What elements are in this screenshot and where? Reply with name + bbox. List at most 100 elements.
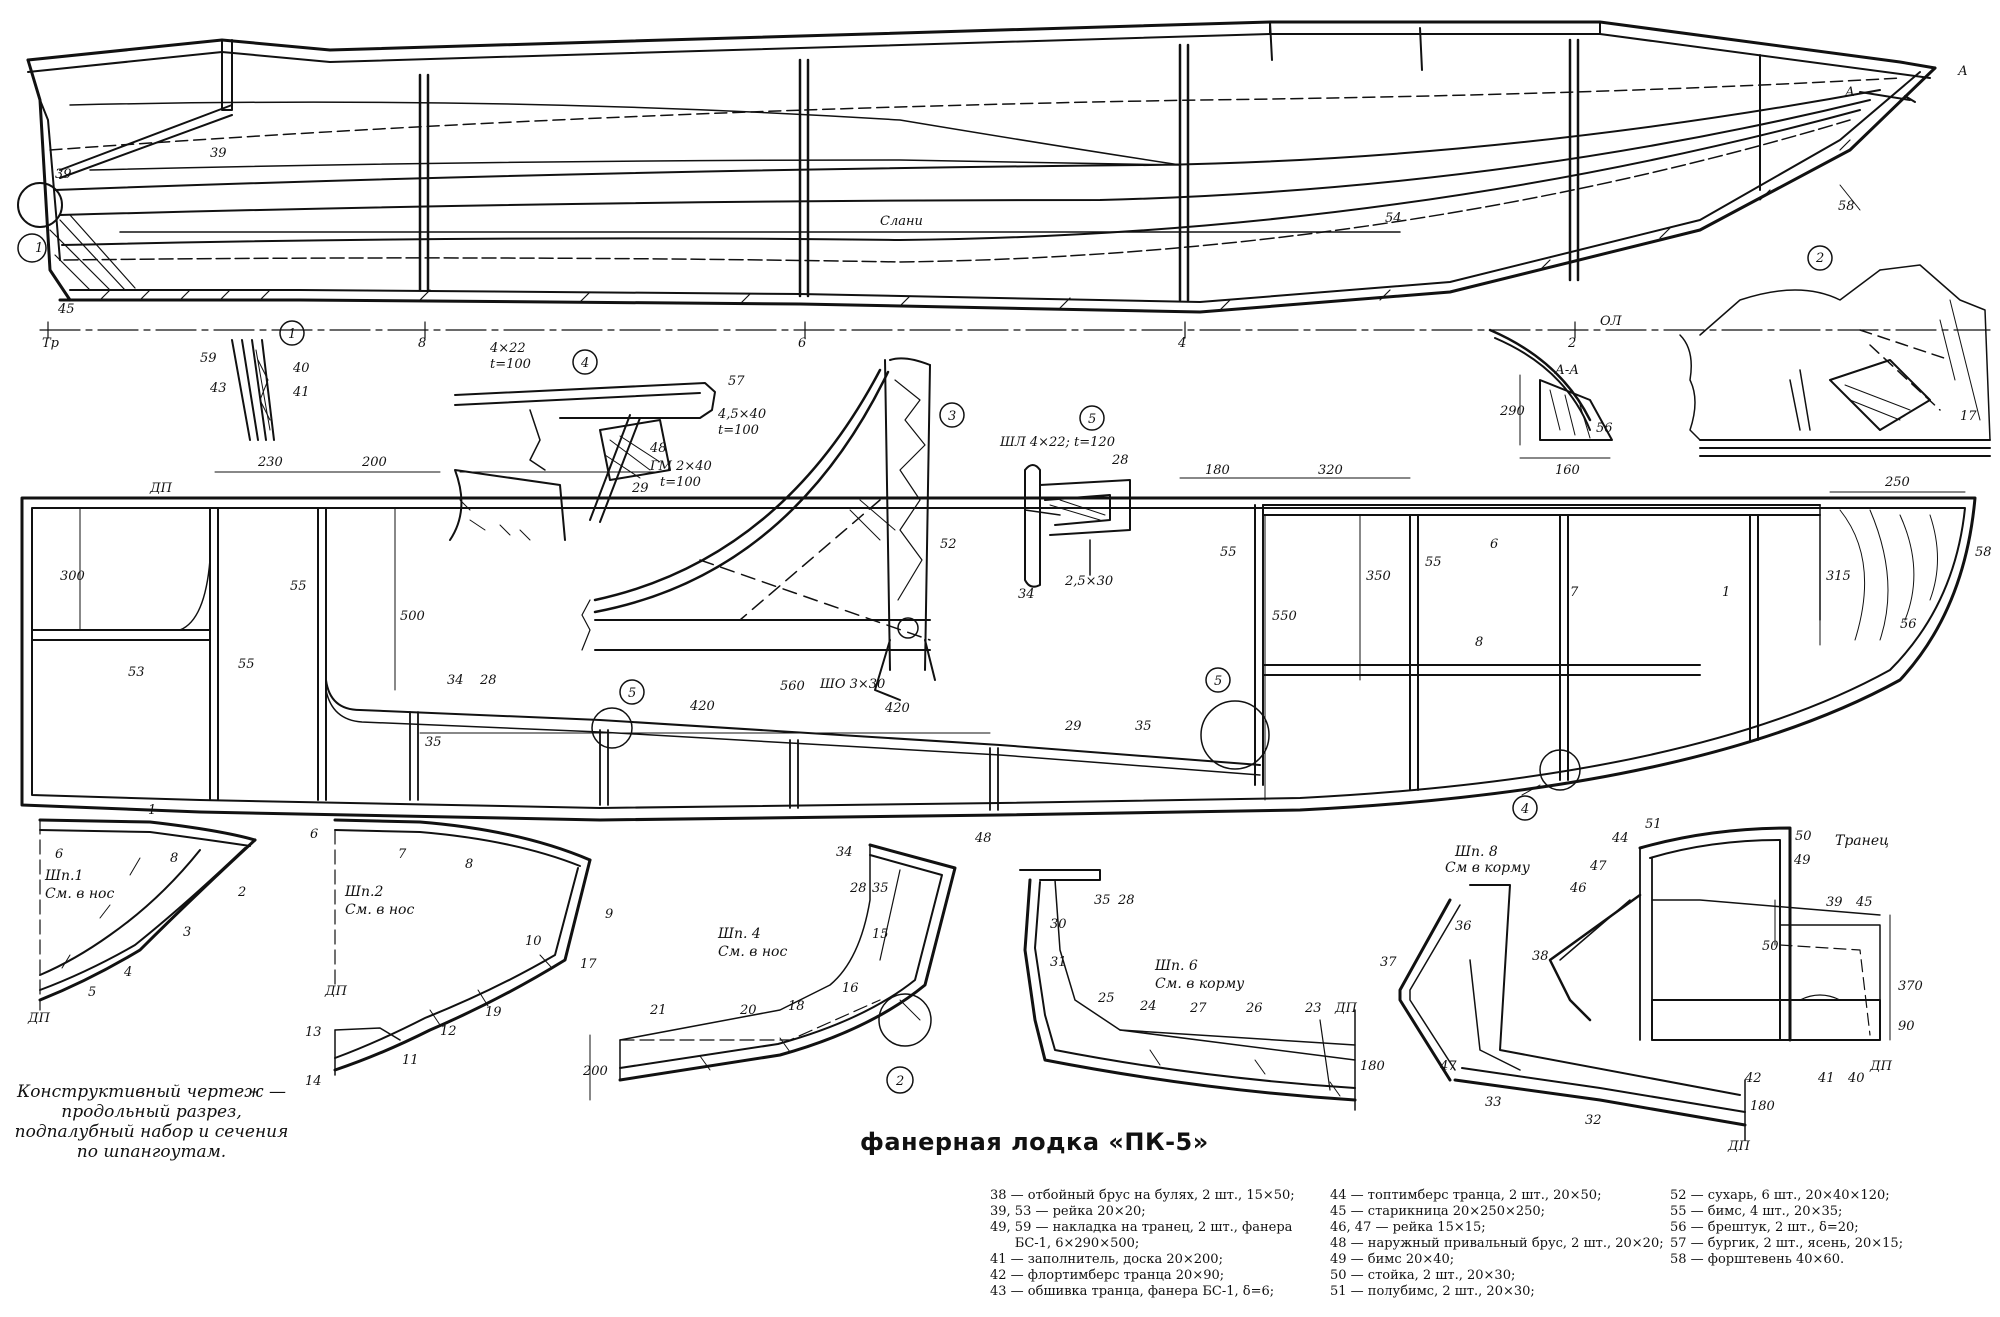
dimension-label: ШЛ 4×22; t=120	[999, 435, 1115, 450]
part-label: 36	[1455, 919, 1472, 934]
legend-entry: 48 — наружный привальный брус, 2 шт., 20…	[1330, 1236, 1664, 1251]
dimension-label: ШО 3×30	[819, 677, 885, 692]
station-label: 6	[798, 336, 806, 351]
detail-2	[1679, 245, 1991, 457]
part-label: А	[1844, 85, 1855, 100]
dimension-label: 230	[257, 455, 283, 470]
part-label: 56	[1900, 617, 1917, 632]
detail-1	[231, 320, 305, 441]
dimension-label: 370	[1898, 979, 1923, 994]
part-label: Слани	[880, 214, 923, 229]
part-label: 17	[580, 957, 597, 972]
part-label: 52	[940, 537, 957, 552]
callout-number: 5	[1214, 674, 1222, 689]
part-label: 14	[305, 1074, 322, 1089]
part-label: 35	[1094, 893, 1111, 908]
part-label: 20	[739, 1003, 757, 1018]
detail-5	[1024, 405, 1131, 588]
legend-entry: 50 — стойка, 2 шт., 20×30;	[1330, 1268, 1516, 1283]
part-label: 38	[1532, 949, 1549, 964]
part-label: 6	[55, 847, 63, 862]
part-label: 29	[1064, 719, 1082, 734]
dimension-label: 180	[1360, 1059, 1385, 1074]
parts-legend-column-1: 38 — отбойный брус на булях, 2 шт., 15×5…	[990, 1188, 1320, 1300]
part-label: 39	[210, 146, 227, 161]
part-label: 54	[1385, 211, 1402, 226]
legend-entry: БС-1, 6×290×500;	[990, 1236, 1140, 1251]
legend-entry: 42 — флортимберс транца 20×90;	[990, 1268, 1225, 1283]
part-label: 8	[1475, 635, 1483, 650]
part-label: 8	[170, 851, 178, 866]
dimension-label: 50	[1762, 939, 1779, 954]
dimension-label: 550	[1272, 609, 1297, 624]
part-label: 28	[1111, 453, 1129, 468]
part-label: 12	[440, 1024, 457, 1039]
dimension-label: t=100	[718, 423, 759, 438]
dimension-label: 560	[780, 679, 805, 694]
part-label: 10	[525, 934, 542, 949]
part-label: 48	[974, 831, 992, 846]
legend-entry: 56 — брештук, 2 шт., δ=20;	[1670, 1220, 1859, 1235]
part-label: 51	[1645, 817, 1662, 832]
part-label: 41	[1817, 1071, 1835, 1086]
part-label: 40	[292, 361, 310, 376]
dimension-label: 315	[1826, 569, 1851, 584]
part-label: 7	[1570, 585, 1579, 600]
callout-number: 1	[288, 327, 296, 342]
legend-entry: 57 — бургик, 2 шт., ясень, 20×15;	[1670, 1236, 1904, 1251]
part-label: 58	[1975, 545, 1992, 560]
part-label: 24	[1139, 999, 1157, 1014]
part-label: 41	[292, 385, 310, 400]
dimension-label: 420	[689, 699, 715, 714]
part-label: 39	[1826, 895, 1843, 910]
part-label: 56	[1596, 421, 1613, 436]
parts-legend-column-3: 52 — сухарь, 6 шт., 20×40×120; 55 — бимс…	[1670, 1188, 1990, 1268]
part-label: 5	[88, 985, 96, 1000]
part-label: 9	[605, 907, 613, 922]
dimension-label: t=100	[490, 357, 531, 372]
part-label: 19	[485, 1005, 502, 1020]
part-label: 6	[1490, 537, 1498, 552]
drawing-caption: Конструктивный чертеж — продольный разре…	[14, 1082, 289, 1162]
dimension-label: 4×22	[489, 341, 526, 356]
part-label: 6	[310, 827, 318, 842]
part-label: 4	[123, 965, 132, 980]
part-label: 1	[1722, 585, 1730, 600]
part-label: 35	[425, 735, 442, 750]
section-name: Транец	[1835, 833, 1889, 849]
part-label: 55	[1220, 545, 1237, 560]
section-sub: См. в нос	[345, 902, 414, 918]
callout-number: 4	[1520, 802, 1529, 817]
section-name: Шп. 8	[1454, 844, 1498, 860]
section-transom	[1548, 826, 1891, 1042]
side-view	[17, 20, 1991, 339]
section-sub: См. в нос	[45, 886, 114, 902]
part-label: ДП	[1727, 1139, 1751, 1154]
legend-entry: 44 — топтимберс транца, 2 шт., 20×50;	[1330, 1188, 1602, 1203]
section-aa	[1488, 328, 1613, 459]
dimension-label: 500	[400, 609, 425, 624]
part-label: 34	[447, 673, 464, 688]
part-label: 48	[649, 441, 667, 456]
part-label: 28	[849, 881, 867, 896]
part-label: 27	[1189, 1001, 1207, 1016]
section-sub: См. в нос	[718, 944, 787, 960]
part-label: 23	[1304, 1001, 1322, 1016]
legend-entry: 49 — бимс 20×40;	[1330, 1252, 1455, 1267]
part-label: 28	[1117, 893, 1135, 908]
legend-entry: 43 — обшивка транца, фанера БС-1, δ=6;	[990, 1284, 1275, 1299]
detail-labels: 1 59 40 43 41 4 4×22 t=100 57 4,5×40 t=1…	[200, 327, 1977, 692]
part-label: 57	[728, 374, 745, 389]
section-title: А-А	[1554, 363, 1579, 378]
dimension-label: 200	[582, 1064, 608, 1079]
part-label: 13	[305, 1025, 322, 1040]
dimension-label: t=100	[660, 475, 701, 490]
part-label: ДП	[27, 1011, 51, 1026]
part-label: ДП	[1869, 1059, 1893, 1074]
part-label: 55	[290, 579, 307, 594]
part-label: 30	[1050, 917, 1067, 932]
parts-legend-column-2: 44 — топтимберс транца, 2 шт., 20×50; 45…	[1330, 1188, 1664, 1300]
drawing-title: фанерная лодка «ПК-5»	[860, 1128, 1209, 1156]
deck-plan	[20, 471, 1977, 822]
